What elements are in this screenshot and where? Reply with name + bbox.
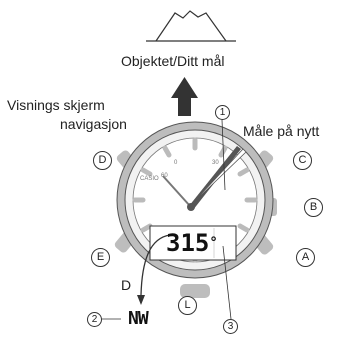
dial-tick bbox=[237, 167, 250, 177]
button-e-marker: E bbox=[91, 248, 110, 267]
svg-text:0: 0 bbox=[174, 160, 178, 166]
callout-2: 2 bbox=[87, 312, 102, 327]
remeasure-label: Måle på nytt bbox=[243, 123, 320, 139]
dial-tick bbox=[140, 167, 153, 177]
button-d-marker: D bbox=[93, 151, 112, 170]
dial-tick bbox=[162, 145, 172, 158]
svg-text:30: 30 bbox=[212, 160, 219, 166]
dial-tick bbox=[140, 223, 153, 233]
watch-hands bbox=[162, 146, 247, 211]
callout-1: 1 bbox=[215, 105, 230, 120]
mountain-icon bbox=[146, 10, 236, 42]
button-c-marker: C bbox=[293, 151, 312, 170]
display-navigation-label-line1: Visnings skjerm bbox=[7, 97, 105, 113]
dial-numerals: 60 0 30 CASIO bbox=[140, 160, 219, 182]
svg-text:60: 60 bbox=[161, 173, 168, 179]
bearing-value: 315 bbox=[166, 229, 210, 257]
button-a-marker: A bbox=[296, 248, 315, 267]
up-arrow-icon bbox=[171, 77, 198, 116]
target-label: Objektet/Ditt mål bbox=[121, 53, 225, 69]
nav-direction-readout: NW bbox=[128, 308, 149, 329]
direction-letter-label: D bbox=[121, 277, 132, 293]
button-b-marker: B bbox=[304, 198, 323, 217]
bearing-unit: ° bbox=[209, 235, 218, 251]
display-navigation-label-line2: navigasjon bbox=[60, 116, 127, 132]
button-l-marker: L bbox=[178, 296, 197, 315]
lcd-reading: 315° bbox=[166, 228, 218, 258]
svg-text:CASIO: CASIO bbox=[140, 176, 159, 182]
callout-3: 3 bbox=[223, 319, 238, 334]
lcd-display bbox=[149, 225, 237, 261]
direction-arrow bbox=[137, 234, 171, 305]
leader-lines bbox=[102, 119, 232, 320]
dial-tick bbox=[237, 223, 250, 233]
